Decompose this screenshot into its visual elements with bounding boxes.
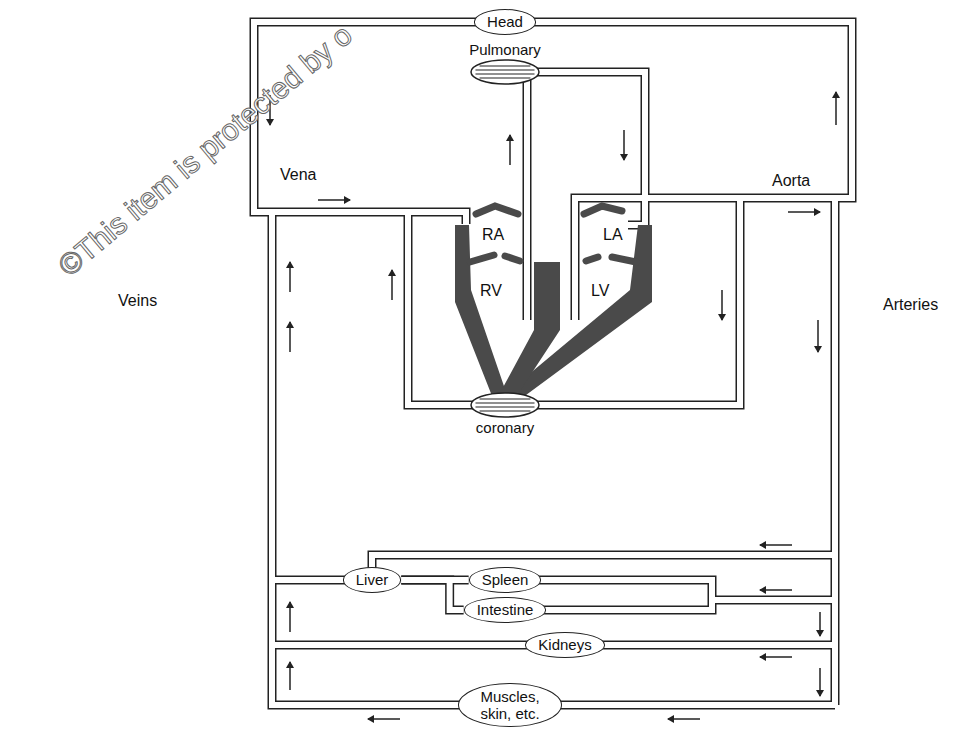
node-text: Kidneys bbox=[538, 636, 591, 653]
flow-arrow bbox=[623, 130, 625, 160]
flow-arrow bbox=[318, 199, 350, 201]
organ-oval: Muscles, skin, etc. bbox=[458, 683, 562, 728]
capillary-symbol bbox=[469, 391, 541, 419]
flow-arrow bbox=[819, 668, 821, 696]
capillary-bed: coronary bbox=[469, 391, 541, 436]
flow-arrow bbox=[289, 322, 291, 352]
flow-arrow bbox=[819, 612, 821, 636]
capillary-line bbox=[475, 402, 534, 403]
capillary-line bbox=[475, 406, 534, 407]
flow-arrow bbox=[289, 662, 291, 690]
flow-arrow bbox=[835, 92, 837, 125]
right-ventricle-wall bbox=[455, 225, 506, 396]
vessel-label: Aorta bbox=[772, 172, 810, 190]
septum bbox=[500, 262, 560, 397]
node-text: Liver bbox=[356, 571, 389, 588]
capillary-line bbox=[480, 398, 531, 399]
node-text: Spleen bbox=[482, 571, 529, 588]
capillary-line bbox=[475, 69, 534, 70]
node-text: Intestine bbox=[477, 601, 534, 618]
capillary-line bbox=[475, 73, 534, 74]
side-label: Veins bbox=[118, 292, 157, 310]
portal-vessel-lumen bbox=[401, 580, 463, 610]
organ-oval: Liver bbox=[343, 567, 402, 592]
flow-arrows bbox=[270, 92, 836, 719]
vessel-label: Vena bbox=[280, 166, 316, 184]
chamber-label: RV bbox=[480, 282, 502, 300]
flow-arrow bbox=[509, 135, 511, 165]
capillary-outline bbox=[471, 393, 539, 417]
side-label: Arteries bbox=[883, 296, 938, 314]
flow-arrow bbox=[760, 544, 792, 546]
vessel-outline bbox=[254, 22, 852, 705]
flow-arrow bbox=[817, 320, 819, 352]
chamber-label: LV bbox=[591, 282, 609, 300]
tricuspid-valve bbox=[470, 255, 520, 262]
mitral-valve bbox=[586, 257, 636, 262]
flow-arrow bbox=[788, 211, 820, 213]
vessel-pipes bbox=[254, 22, 852, 705]
vessel-lumen bbox=[254, 22, 852, 705]
atrium-wall bbox=[584, 206, 622, 214]
capillary-outline bbox=[471, 60, 539, 84]
atrium-wall bbox=[476, 206, 518, 214]
capillary-symbol bbox=[469, 58, 541, 86]
flow-arrow bbox=[668, 718, 700, 720]
capillary-line bbox=[480, 410, 531, 411]
node-text: Head bbox=[487, 13, 523, 30]
flow-arrow bbox=[289, 262, 291, 292]
node-text: Pulmonary bbox=[467, 41, 543, 58]
capillary-line bbox=[480, 77, 531, 78]
heart-valves bbox=[470, 206, 636, 262]
flow-arrow bbox=[289, 602, 291, 632]
watermark: ©This item is protected by o bbox=[52, 18, 358, 283]
flow-arrow bbox=[760, 589, 792, 591]
chamber-label: LA bbox=[603, 226, 623, 244]
organ-oval: Spleen bbox=[469, 567, 542, 592]
capillary-line bbox=[480, 65, 531, 66]
flow-arrow bbox=[760, 656, 792, 658]
heart-walls bbox=[455, 225, 652, 398]
flow-arrow bbox=[721, 290, 723, 320]
node-text: Muscles, skin, etc. bbox=[473, 688, 547, 723]
node-text: coronary bbox=[474, 419, 536, 436]
flow-arrow bbox=[391, 270, 393, 300]
portal-vessel bbox=[401, 580, 463, 610]
organ-oval: Head bbox=[474, 9, 536, 34]
chamber-label: RA bbox=[482, 226, 504, 244]
flow-arrow bbox=[368, 718, 400, 720]
organ-oval: Intestine bbox=[464, 597, 547, 622]
organ-oval: Kidneys bbox=[525, 632, 604, 657]
capillary-bed: Pulmonary bbox=[467, 41, 543, 86]
